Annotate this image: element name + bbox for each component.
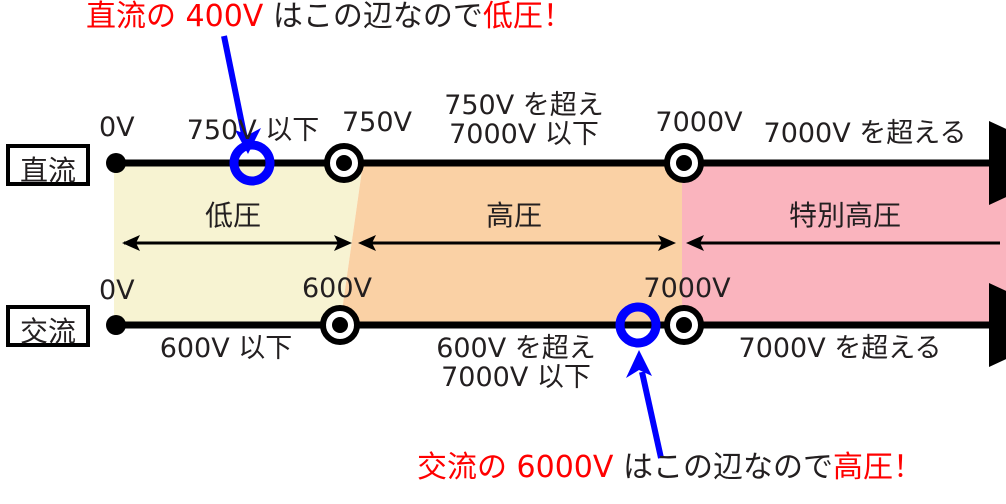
band-label-high-voltage: 高圧 <box>485 199 543 232</box>
ac-highlight-marker-6000v <box>615 302 661 348</box>
ac-tick-600-label: 600V <box>301 273 373 304</box>
dc-zero-dot <box>106 153 126 173</box>
bottom-annotation-prefix: 交流の 6000V <box>417 450 623 485</box>
dc-tick-750-core <box>336 155 352 171</box>
band-label-low-voltage: 低圧 <box>204 199 262 232</box>
dc-tick-750-label: 750V <box>341 107 413 138</box>
ac-range-mid-label: 600V を超え 7000V 以下 <box>436 334 596 392</box>
dc-range-mid-line1: 750V を超え <box>444 90 604 121</box>
dc-row-label-box: 直流 <box>6 144 90 187</box>
top-annotation-prefix: 直流の 400V <box>86 0 273 34</box>
span-low-voltage-arrow-left <box>122 235 140 251</box>
ac-range-low-label: 600V 以下 <box>159 333 293 364</box>
ac-tick-7000-core <box>676 317 692 333</box>
ac-range-high-label: 7000V を超える <box>738 333 942 364</box>
dc-range-high-label: 7000V を超える <box>763 118 967 149</box>
bottom-annotation-arrow-line <box>639 371 664 459</box>
dc-tick-7000-label: 7000V <box>655 107 743 138</box>
span-extra-high-voltage-arrow-left <box>686 235 704 251</box>
dc-tick-7000-core <box>676 155 692 171</box>
top-annotation-arrow-head <box>235 128 261 154</box>
top-annotation: 直流の 400V はこの辺なので低圧！ <box>86 0 573 34</box>
top-annotation-suffix: 低圧！ <box>482 0 573 34</box>
bottom-annotation-suffix: 高圧！ <box>832 450 923 485</box>
ac-tick-7000-label: 7000V <box>643 273 731 304</box>
top-annotation-middle: はこの辺なので <box>272 0 483 34</box>
span-low-voltage-arrow-right <box>334 235 352 251</box>
ac-zero-label: 0V <box>99 275 135 306</box>
ac-row-label-box: 交流 <box>6 305 90 348</box>
band-label-extra-high-voltage: 特別高圧 <box>788 199 902 232</box>
dc-range-mid-line2: 7000V 以下 <box>449 119 599 151</box>
dc-row-label: 直流 <box>19 154 76 187</box>
ac-tick-600-core <box>332 317 348 333</box>
ac-zero-dot <box>106 315 126 335</box>
ac-range-mid-line1: 600V を超え <box>436 333 596 364</box>
bottom-annotation-middle: はこの辺なので <box>622 450 833 485</box>
bottom-annotation: 交流の 6000V はこの辺なので高圧！ <box>417 450 923 485</box>
bottom-annotation-arrow-head <box>626 350 652 378</box>
span-high-voltage-arrow-right <box>658 235 676 251</box>
dc-range-mid-label: 750V を超え 7000V 以下 <box>444 91 604 149</box>
ac-range-mid-line2: 7000V 以下 <box>441 362 591 394</box>
dc-zero-label: 0V <box>99 112 135 143</box>
top-annotation-arrow-line <box>221 35 248 140</box>
span-high-voltage-arrow-left <box>358 235 376 251</box>
ac-row-label: 交流 <box>19 315 76 348</box>
dc-range-low-label: 750V 以下 <box>186 115 320 146</box>
